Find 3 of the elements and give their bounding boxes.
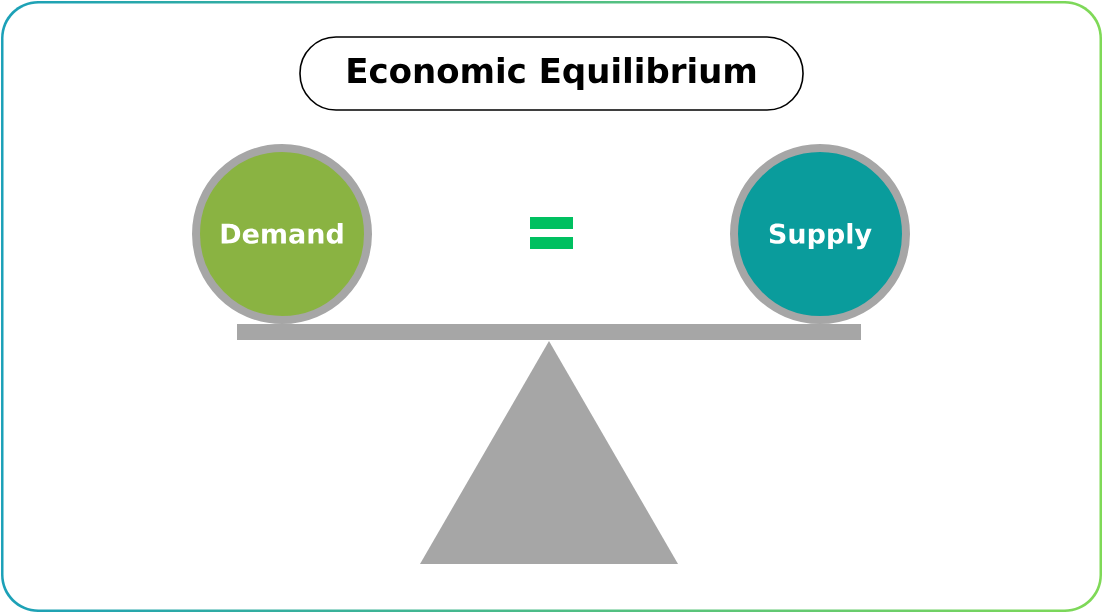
circle-node: Supply	[730, 144, 910, 324]
title: Economic Equilibrium	[299, 36, 804, 111]
circle-node: Demand	[192, 144, 372, 324]
